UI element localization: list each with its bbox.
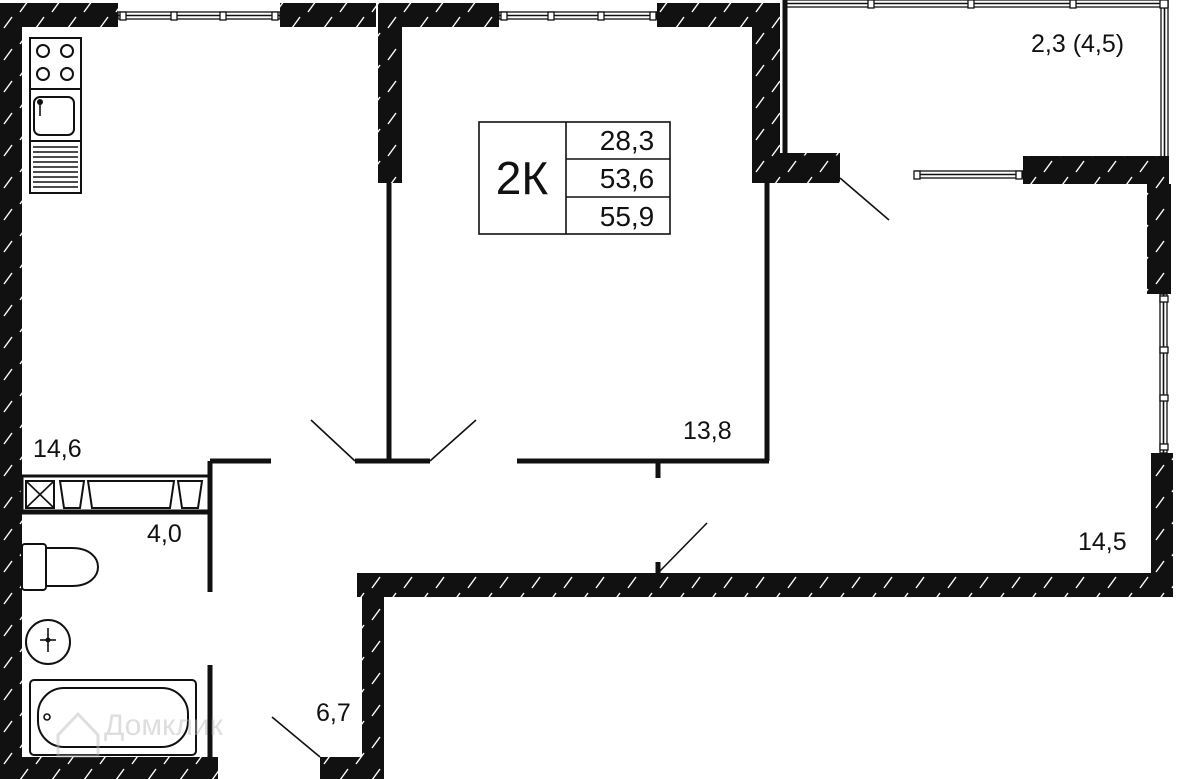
door-swings — [271, 177, 890, 758]
total-area-value: 53,6 — [600, 163, 655, 194]
wall-hatching — [0, 3, 1173, 779]
balcony-railing — [782, 0, 1169, 161]
watermark-text: Домклик — [104, 709, 224, 742]
bedroom-area-label: 13,8 — [683, 417, 732, 445]
window-living-room — [1159, 293, 1169, 454]
toilet-icon — [21, 543, 100, 591]
stove-icon — [29, 37, 82, 90]
outer-walls — [0, 3, 1173, 779]
total-with-balcony-value: 55,9 — [600, 201, 655, 232]
hallway-area-label: 6,7 — [316, 699, 351, 727]
balcony-area-label: 2,3 (4,5) — [1031, 30, 1124, 58]
living-area-value: 28,3 — [600, 125, 655, 156]
kitchen-area-label: 14,6 — [33, 435, 82, 463]
window-bedroom — [498, 11, 658, 21]
countertop-icon — [29, 140, 82, 194]
bathtub-icon — [29, 679, 197, 756]
living-room-area-label: 14,5 — [1078, 528, 1127, 556]
domclick-watermark: Домклик — [56, 709, 224, 758]
apartment-type-label: 2К — [496, 152, 549, 204]
area-info-box: 2К 28,3 53,6 55,9 — [478, 121, 671, 235]
kitchen-sink-icon — [29, 88, 82, 142]
shelf-unit-icon — [25, 480, 204, 509]
window-kitchen — [117, 11, 281, 21]
bathroom-area-label: 4,0 — [147, 520, 182, 548]
balcony-door-window — [913, 170, 1024, 180]
partitions — [20, 183, 770, 760]
washbasin-icon — [25, 619, 71, 665]
house-icon — [56, 711, 100, 758]
